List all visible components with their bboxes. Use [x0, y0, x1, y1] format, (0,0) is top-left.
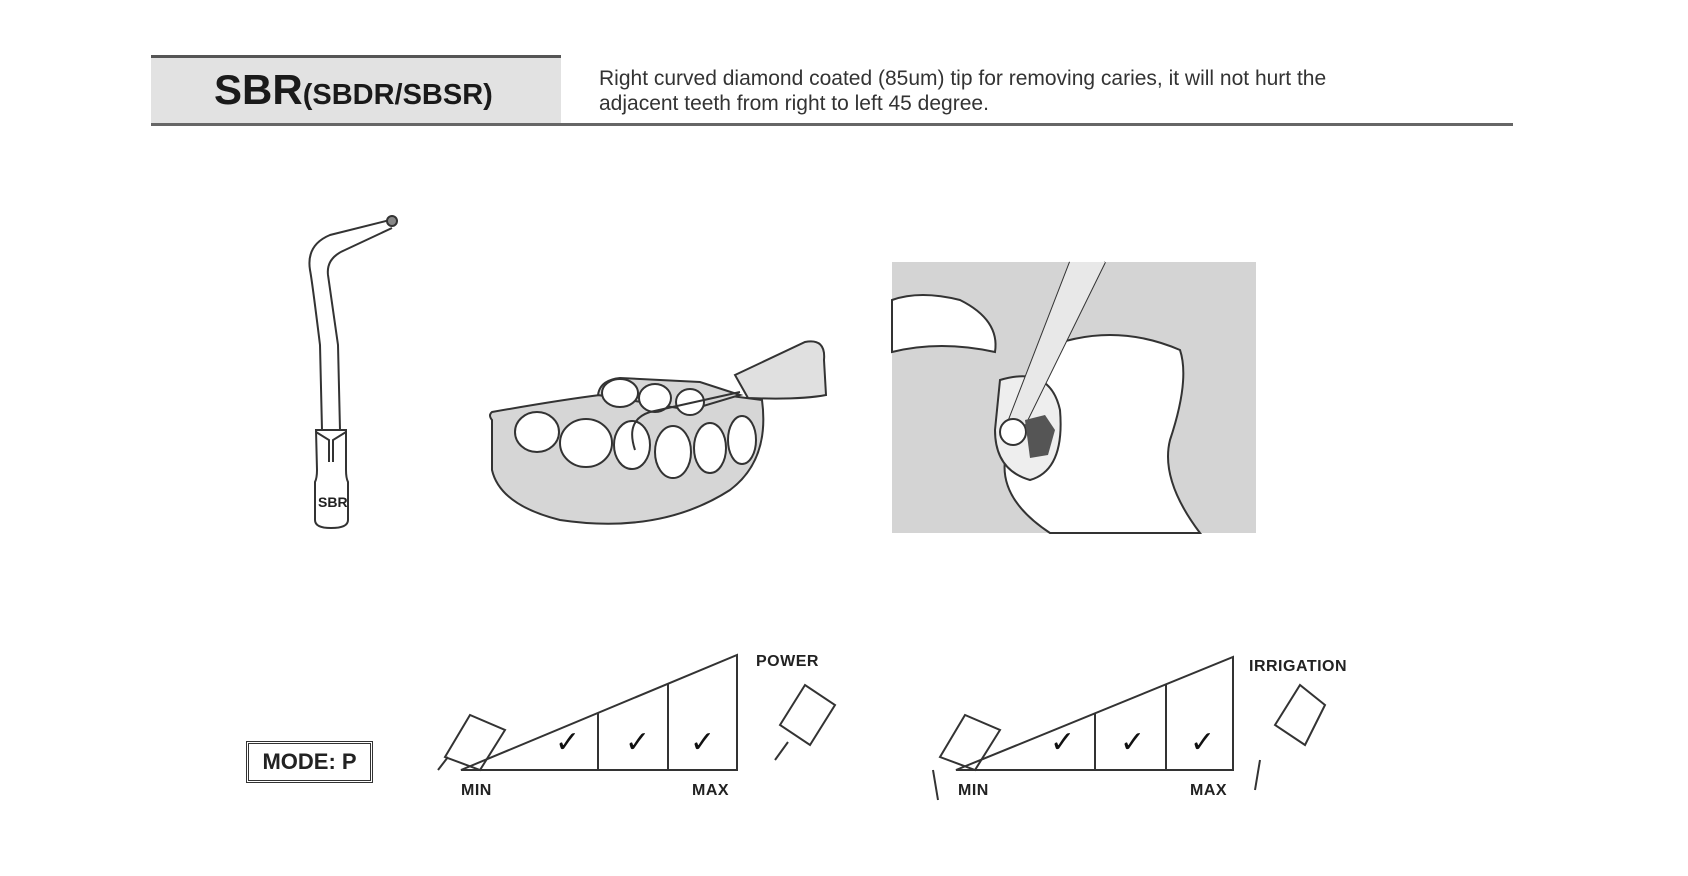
irrigation-scale-graphic [932, 655, 1327, 801]
power-label: POWER [756, 653, 819, 670]
mode-badge: MODE: P [246, 741, 373, 783]
check-icon: ✓ [625, 725, 650, 760]
check-icon: ✓ [690, 725, 715, 760]
irrigation-min-label: MIN [958, 782, 989, 799]
model-variants: (SBDR/SBSR) [302, 79, 493, 111]
scaler-tip-illustration [308, 215, 398, 530]
header-divider [151, 123, 1513, 126]
check-icon: ✓ [1190, 725, 1215, 760]
check-icon: ✓ [555, 725, 580, 760]
check-icon: ✓ [1120, 725, 1145, 760]
jaw-illustration [489, 340, 828, 525]
irrigation-label: IRRIGATION [1249, 658, 1348, 675]
product-description: Right curved diamond coated (85um) tip f… [599, 66, 1499, 116]
check-icon: ✓ [1050, 725, 1075, 760]
handpiece-icon [932, 713, 1002, 801]
description-line: Right curved diamond coated (85um) tip f… [599, 67, 1327, 90]
power-min-label: MIN [461, 782, 492, 799]
irrigation-max-label: MAX [1190, 782, 1228, 799]
power-scale-graphic [437, 653, 837, 772]
power-max-label: MAX [692, 782, 730, 799]
model-code: SBR [214, 66, 303, 113]
handpiece-icon [437, 713, 507, 772]
product-title: SBR(SBDR/SBSR) [214, 66, 493, 114]
description-line: adjacent teeth from right to left 45 deg… [599, 92, 989, 115]
closeup-illustration [891, 261, 1256, 534]
handpiece-icon [1254, 683, 1327, 791]
handpiece-icon [774, 683, 837, 761]
header-title-box [151, 55, 561, 125]
tip-label: SBR [318, 494, 348, 510]
